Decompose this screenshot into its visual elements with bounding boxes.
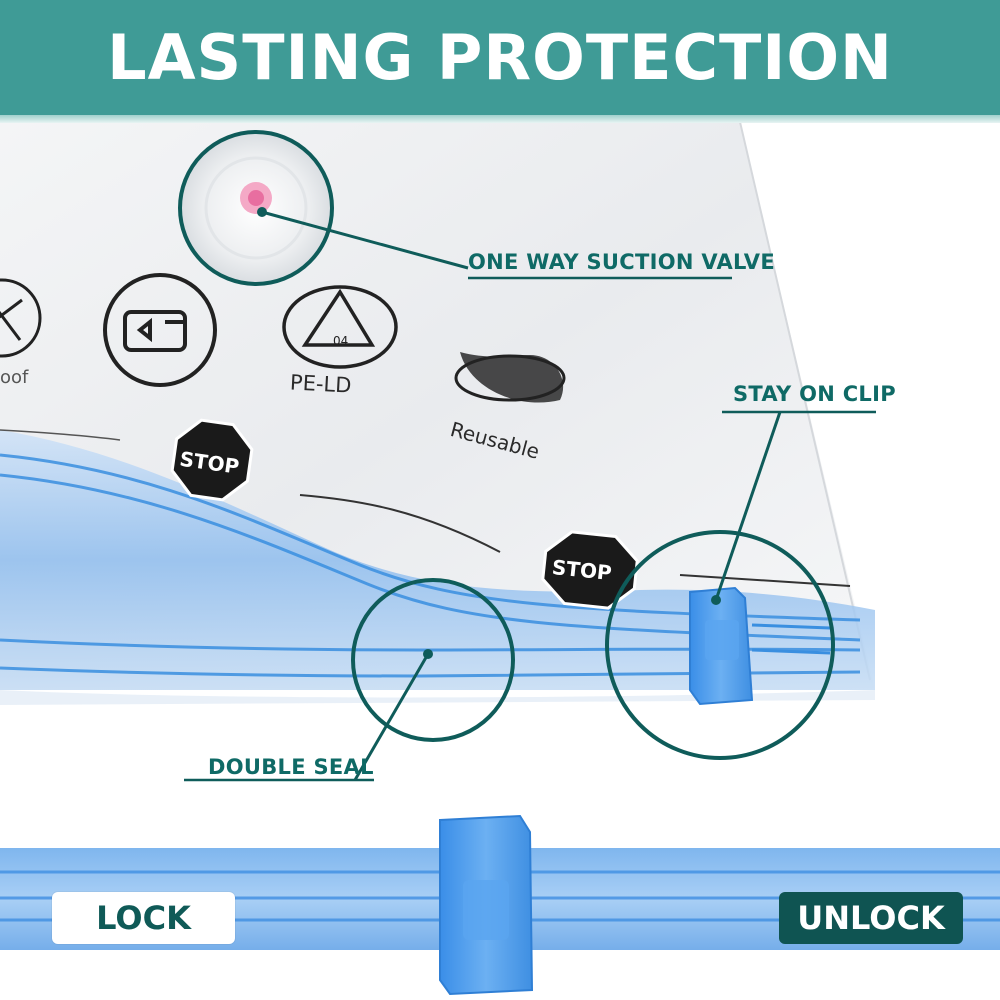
clip-zoom-circle [605, 530, 835, 760]
header-banner: LASTING PROTECTION [0, 0, 1000, 115]
stop-sign-icon [170, 418, 254, 502]
unlock-button[interactable]: UNLOCK [779, 892, 963, 944]
reusable-leaf-icon [454, 352, 566, 403]
print-material: PE-LD [289, 370, 352, 398]
callout-valve: ONE WAY SUCTION VALVE [468, 250, 775, 274]
svg-text:04: 04 [333, 334, 348, 348]
callout-seal: DOUBLE SEAL [208, 755, 374, 779]
recycle-arrows-icon [103, 273, 217, 387]
stop-sign-icon [541, 530, 639, 610]
waterproof-icon [0, 278, 42, 358]
clip-icon [689, 586, 754, 706]
banner-title: LASTING PROTECTION [107, 21, 893, 94]
seal-band [0, 430, 875, 690]
recycle-triangle-icon [282, 285, 398, 369]
callout-clip: STAY ON CLIP [733, 382, 896, 406]
clip-icon [439, 814, 534, 996]
seal-zoom-circle [351, 578, 515, 742]
banner-stripe [0, 115, 1000, 123]
print-waterproof: oof [0, 367, 29, 388]
lock-button[interactable]: LOCK [52, 892, 235, 944]
